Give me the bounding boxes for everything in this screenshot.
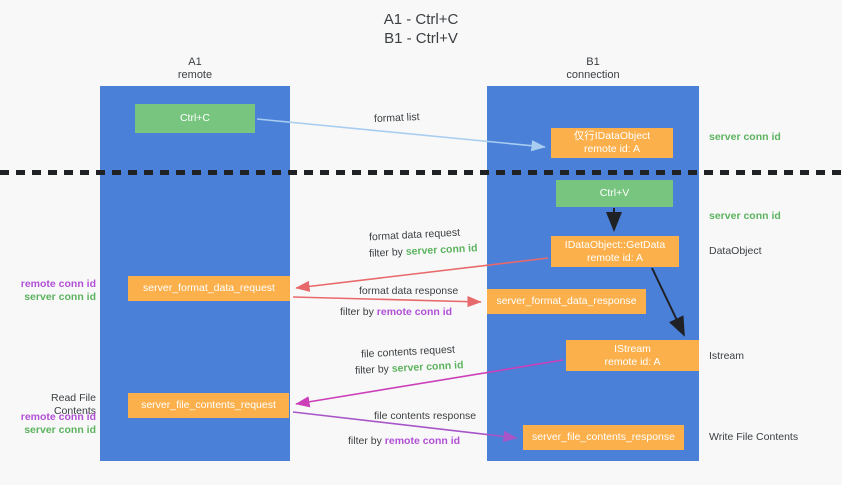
box-server-format-data-request[interactable]: server_format_data_request (128, 276, 290, 301)
label-server-conn-id: server conn id (405, 242, 478, 258)
label-read-file-contents: Read File Contents (51, 392, 96, 417)
box-ctrl-c[interactable]: Ctrl+C (135, 104, 255, 133)
label-server-conn-id: server conn id (24, 291, 96, 303)
label-dataobject: DataObject (709, 245, 762, 257)
flow-label-format-list: format list (373, 111, 420, 125)
box-idataobject[interactable]: 仅行IDataObject remote id: A (551, 128, 673, 158)
column-header-b1: B1 connection (566, 56, 620, 81)
label-server-conn-id-top: server conn id (709, 131, 781, 143)
label-write-file-contents: Write File Contents (709, 431, 799, 443)
dashed-divider (0, 170, 842, 175)
label-remote-conn-id: remote conn id (384, 435, 461, 447)
label-server-conn-id: server conn id (24, 424, 96, 436)
label-remote-conn-id: remote conn id (20, 278, 96, 290)
label-server-conn-id-mid: server conn id (709, 210, 781, 222)
label-conn-ids-bottom: remote conn id server conn id (8, 411, 96, 437)
label-conn-ids-top: remote conn id server conn id (8, 278, 96, 304)
flow-label-filter-by-remote-conn-id-1: filter by remote conn id (340, 305, 452, 319)
filter-by-text: filter by (348, 435, 382, 447)
box-ctrl-v[interactable]: Ctrl+V (556, 180, 673, 207)
flow-label-filter-by-server-conn-id-2: filter by server conn id (355, 358, 464, 378)
page-title: A1 - Ctrl+C B1 - Ctrl+V (383, 11, 459, 47)
box-server-file-contents-response[interactable]: server_file_contents_response (523, 425, 684, 450)
box-istream[interactable]: IStream remote id: A (566, 340, 699, 371)
label-server-conn-id: server conn id (391, 359, 464, 375)
column-header-a1: A1 remote (177, 56, 213, 81)
label-remote-conn-id: remote conn id (376, 306, 453, 318)
label-remote-conn-id: remote conn id (20, 411, 96, 423)
filter-by-text: filter by (354, 363, 390, 377)
label-istream: Istream (709, 350, 745, 362)
flow-label-filter-by-server-conn-id-1: filter by server conn id (369, 241, 478, 261)
box-server-format-data-response[interactable]: server_format_data_response (487, 289, 646, 314)
flow-label-format-data-request: format data request (368, 226, 461, 244)
box-server-file-contents-request[interactable]: server_file_contents_request (128, 393, 289, 418)
box-idataobject-getdata[interactable]: IDataObject::GetData remote id: A (551, 236, 679, 267)
filter-by-text: filter by (368, 246, 404, 260)
flow-label-file-contents-response: file contents response (374, 410, 477, 422)
flow-label-format-data-response: format data response (359, 285, 459, 297)
flow-label-filter-by-remote-conn-id-2: filter by remote conn id (348, 434, 460, 448)
filter-by-text: filter by (340, 306, 374, 318)
